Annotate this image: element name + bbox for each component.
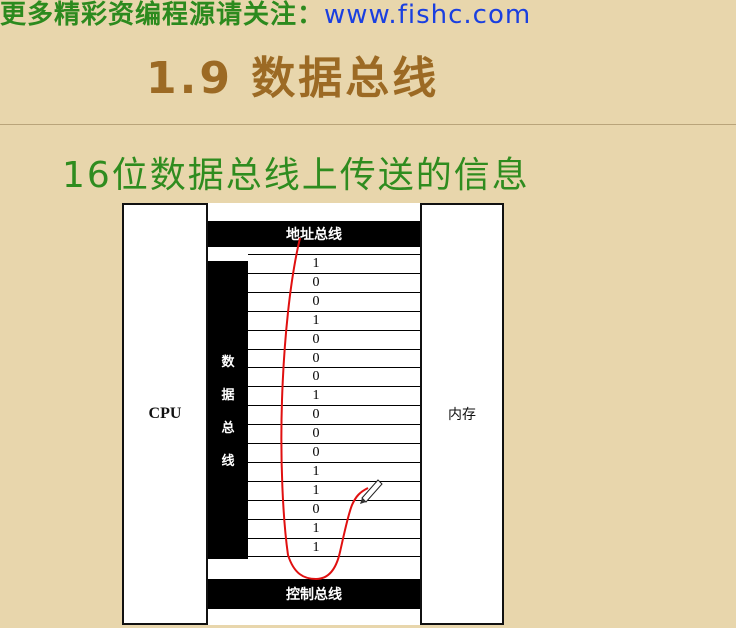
bus-line [248, 499, 420, 501]
bit-value: 1 [312, 256, 320, 271]
control-bus-label: 控制总线 [286, 587, 342, 603]
bus-line [248, 443, 420, 444]
bit-value: 0 [312, 501, 320, 517]
banner-url-link[interactable]: www.fishc.com [324, 0, 532, 30]
bus-diagram: CPU 内存 地址总线 控制总线 数 据 总 线 1 0 0 1 0 0 0 1 0 0 0 1 1 0 1… [122, 203, 504, 625]
address-bus-bar: 地址总线 [208, 221, 420, 247]
bit-value: 0 [312, 350, 320, 366]
bus-line [248, 480, 420, 482]
memory-box: 内存 [420, 203, 504, 625]
bus-line [248, 254, 420, 255]
bus-line [248, 291, 420, 293]
bit-value: 0 [312, 331, 320, 347]
bit-value: 0 [312, 293, 320, 309]
bus-line [248, 329, 420, 331]
data-bus-char: 据 [221, 388, 235, 403]
banner-text: 更多精彩资编程源请关注： [0, 0, 325, 30]
bit-value: 0 [312, 445, 320, 460]
bus-line [248, 537, 420, 539]
data-bus-char: 线 [221, 454, 235, 469]
bit-value: 1 [312, 312, 320, 328]
cpu-box: CPU [122, 203, 208, 625]
bit-value: 1 [312, 539, 320, 555]
bus-line [248, 310, 420, 312]
bit-value: 1 [312, 463, 320, 479]
bus-line [248, 405, 420, 407]
bus-line [248, 518, 420, 520]
bit-value: 1 [312, 388, 320, 404]
data-bus-char: 数 [221, 355, 235, 370]
title-divider [0, 124, 736, 125]
address-bus-label: 地址总线 [286, 227, 342, 243]
slide-subtitle: 16位数据总线上传送的信息 [62, 155, 530, 196]
data-bus-bar: 数 据 总 线 [208, 261, 248, 559]
bus-line [248, 386, 420, 388]
memory-label: 内存 [448, 407, 476, 423]
bus-line [248, 461, 420, 463]
bit-value: 0 [312, 369, 320, 385]
bus-line [248, 556, 420, 558]
bit-value: 0 [312, 426, 320, 442]
top-banner: 更多精彩资编程源请关注：www.fishc.com [0, 0, 531, 31]
bus-line [248, 367, 420, 369]
bus-line [248, 424, 420, 426]
slide-title: 1.9 数据总线 [146, 53, 440, 104]
bus-line [248, 348, 420, 350]
bit-value: 0 [312, 274, 320, 290]
bit-value: 1 [312, 482, 320, 498]
bit-value: 0 [312, 407, 320, 423]
control-bus-bar: 控制总线 [208, 579, 420, 609]
cpu-label: CPU [148, 405, 182, 422]
data-bus-char: 总 [221, 421, 235, 436]
bus-line [248, 272, 420, 274]
bit-value: 1 [312, 520, 320, 536]
